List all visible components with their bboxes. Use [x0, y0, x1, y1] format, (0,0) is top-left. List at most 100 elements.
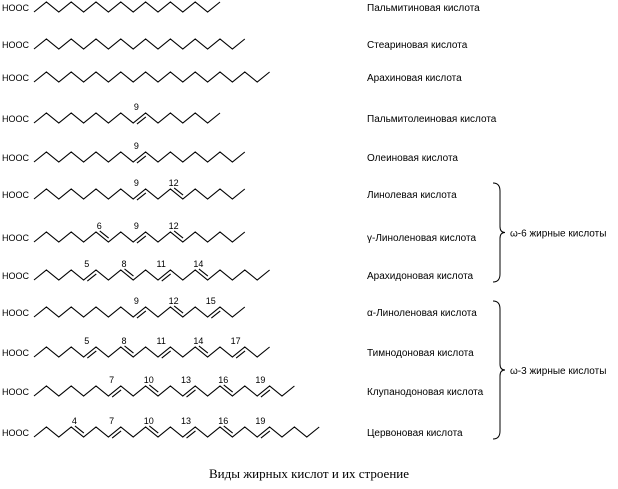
double-bond-position: 9 [134, 221, 139, 231]
double-bond-line [124, 268, 134, 277]
double-bond-line [136, 235, 147, 244]
double-bond-line [173, 305, 184, 314]
carboxyl-label: HOOC [2, 233, 30, 243]
double-bond-position: 7 [109, 416, 114, 426]
acid-name: Стеариновая кислота [367, 40, 468, 51]
double-bond-position: 9 [134, 102, 139, 112]
carbon-chain [33, 269, 270, 281]
double-bond-position: 13 [181, 416, 191, 426]
double-bond-position: 14 [193, 336, 203, 346]
double-bond-line [148, 384, 159, 393]
double-bond-line [210, 310, 221, 319]
acid-name: Олеиновая кислота [367, 153, 458, 164]
double-bond-line [136, 155, 147, 164]
carboxyl-label: HOOC [2, 153, 30, 163]
acid-name: Арахидоновая кислота [367, 271, 474, 282]
carbon-chain [33, 38, 246, 50]
double-bond-position: 12 [169, 221, 179, 231]
double-bond-line [161, 273, 172, 282]
double-bond-position: 12 [169, 296, 179, 306]
carbon-chain [33, 426, 320, 438]
double-bond-position: 7 [109, 375, 114, 385]
acid-name: Линолевая кислота [367, 190, 457, 201]
double-bond-line [86, 273, 97, 282]
carbon-chain [33, 188, 246, 200]
double-bond-position: 15 [206, 296, 216, 306]
double-bond-line [136, 310, 147, 319]
carboxyl-label: HOOC [2, 271, 30, 281]
acid-row: HOOC 6 9 12 γ-Линоленовая кислота [2, 221, 476, 244]
double-bond-line [148, 425, 159, 434]
double-bond-line [136, 192, 147, 201]
double-bond-line [260, 389, 271, 398]
double-bond-line [198, 345, 209, 354]
double-bond-position: 11 [157, 259, 166, 269]
double-bond-position: 4 [72, 416, 77, 426]
acid-name: α-Линоленовая кислота [367, 308, 477, 319]
double-bond-line [186, 430, 196, 439]
double-bond-line [186, 389, 196, 398]
carboxyl-label: HOOC [2, 3, 30, 13]
acid-row: HOOC Стеариновая кислота [2, 38, 468, 51]
acid-name: γ-Линоленовая кислота [367, 233, 476, 244]
carbon-chain [33, 71, 270, 83]
carboxyl-label: HOOC [2, 73, 30, 83]
figure-caption: Виды жирных кислот и их строение [208, 466, 410, 481]
double-bond-position: 10 [144, 375, 154, 385]
double-bond-position: 13 [181, 375, 191, 385]
double-bond-position: 5 [84, 336, 89, 346]
double-bond-position: 9 [134, 141, 139, 151]
double-bond-line [223, 425, 234, 434]
acid-name: Тимнодоновая кислота [367, 348, 474, 359]
double-bond-line [260, 430, 271, 439]
double-bond-position: 16 [218, 416, 228, 426]
acid-name: Пальмитолеиновая кислота [367, 114, 497, 125]
acid-name: Пальмитиновая кислота [367, 3, 480, 14]
double-bond-line [86, 350, 97, 359]
double-bond-position: 10 [144, 416, 154, 426]
double-bond-position: 9 [134, 178, 139, 188]
group-label: ω-3 жирные кислоты [510, 366, 606, 377]
double-bond-position: 8 [121, 259, 126, 269]
double-bond-position: 8 [121, 336, 126, 346]
double-bond-position: 6 [97, 221, 102, 231]
carbon-chain [33, 151, 246, 163]
double-bond-position: 19 [255, 375, 265, 385]
double-bond-position: 12 [169, 178, 179, 188]
carbon-chain [33, 1, 221, 13]
double-bond-line [223, 384, 234, 393]
double-bond-line [173, 230, 184, 239]
group-brace [492, 300, 506, 440]
group-label: ω-6 жирные кислоты [510, 229, 606, 240]
carboxyl-label: HOOC [2, 428, 30, 438]
double-bond-line [111, 389, 122, 398]
double-bond-line [111, 430, 122, 439]
double-bond-line [161, 350, 172, 359]
double-bond-position: 17 [231, 336, 241, 346]
acid-name: Арахиновая кислота [367, 73, 462, 84]
double-bond-line [235, 350, 246, 359]
carbon-chain [33, 346, 270, 358]
acid-name: Клупанодоновая кислота [367, 387, 484, 398]
carboxyl-label: HOOC [2, 40, 30, 50]
double-bond-position: 11 [157, 336, 166, 346]
double-bond-line [74, 425, 85, 434]
double-bond-position: 19 [255, 416, 265, 426]
acid-row: HOOC Пальмитиновая кислота [2, 1, 480, 14]
carboxyl-label: HOOC [2, 190, 30, 200]
group-brace [492, 182, 506, 283]
double-bond-position: 14 [193, 259, 203, 269]
carboxyl-label: HOOC [2, 348, 30, 358]
carboxyl-label: HOOC [2, 114, 30, 124]
double-bond-position: 5 [84, 259, 89, 269]
carboxyl-label: HOOC [2, 387, 30, 397]
carbon-chain [33, 385, 295, 397]
